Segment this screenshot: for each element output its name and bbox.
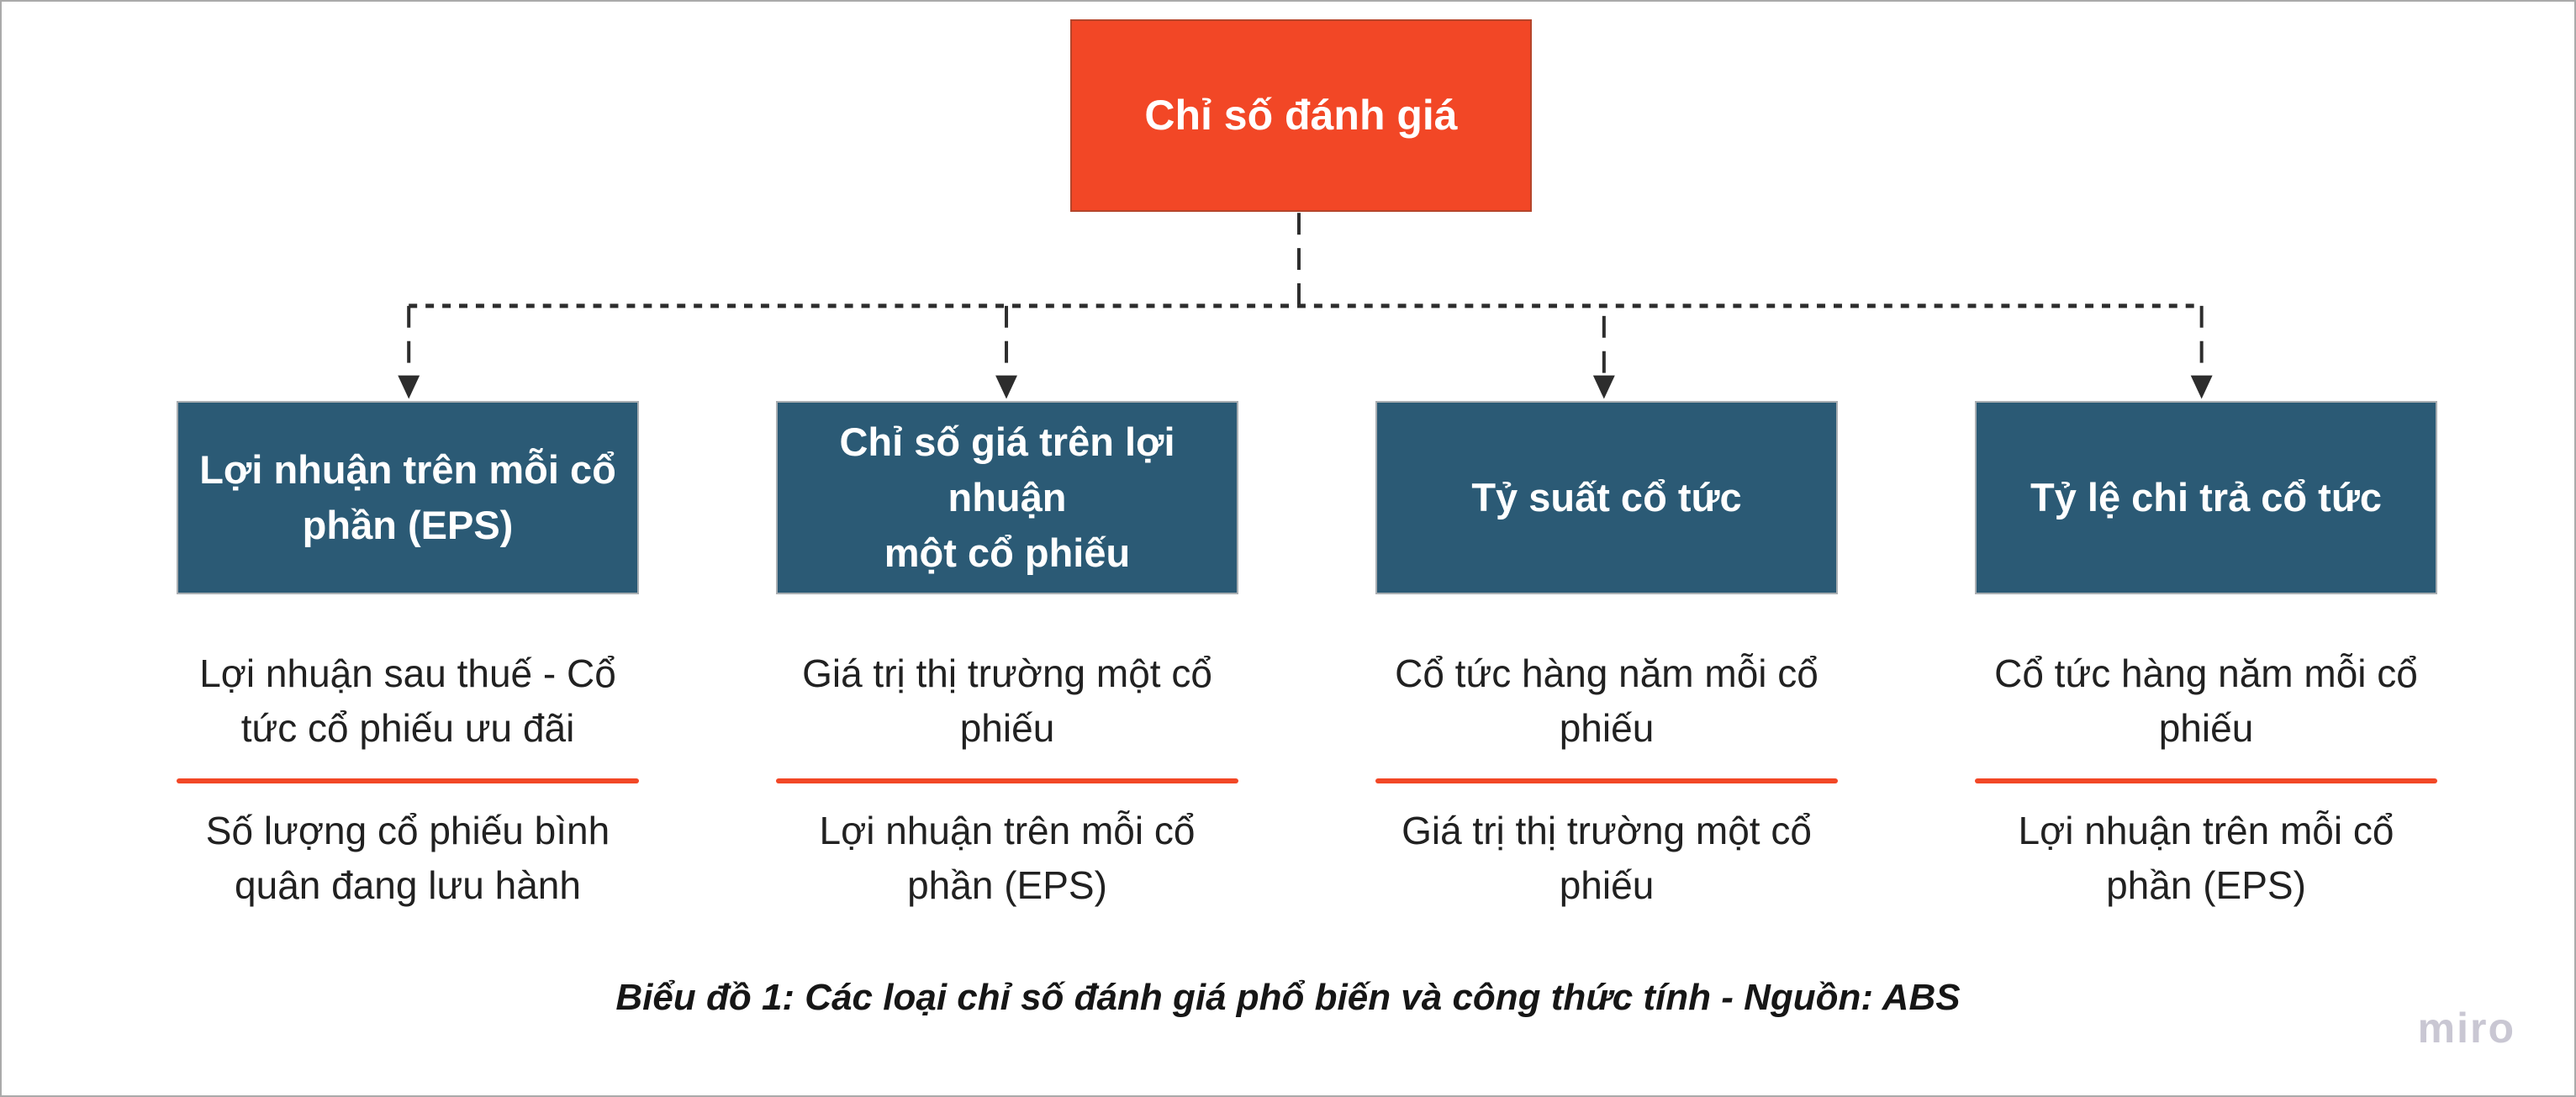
- arrow-down-icon: [2190, 375, 2213, 399]
- category-node-pe[interactable]: Chỉ số giá trên lợi nhuận một cổ phiếu: [776, 401, 1238, 594]
- miro-logo: miro: [2417, 1005, 2515, 1052]
- caption: Biểu đồ 1: Các loại chỉ số đánh giá phổ …: [615, 977, 1961, 1018]
- root-node[interactable]: Chỉ số đánh giá: [1070, 19, 1532, 212]
- formula-denominator: Giá trị thị trường một cổ phiếu: [1401, 808, 1812, 907]
- category-column-dividend-yield: Tỷ suất cổ tức Cổ tức hàng năm mỗi cổ ph…: [1375, 401, 1838, 913]
- formula-eps: Lợi nhuận sau thuế - Cổ tức cổ phiếu ưu …: [177, 646, 639, 913]
- category-column-payout-ratio: Tỷ lệ chi trả cổ tức Cổ tức hàng năm mỗi…: [1975, 401, 2437, 913]
- category-node-label: Tỷ lệ chi trả cổ tức: [2030, 475, 2382, 520]
- formula-divider-line: [177, 778, 639, 783]
- formula-divider-line: [1975, 778, 2437, 783]
- formula-denominator: Lợi nhuận trên mỗi cổ phần (EPS): [819, 808, 1196, 907]
- formula-payout-ratio: Cổ tức hàng năm mỗi cổ phiếu Lợi nhuận t…: [1975, 646, 2437, 913]
- formula-divider-line: [1375, 778, 1838, 783]
- arrow-down-icon: [1592, 375, 1615, 399]
- formula-denominator: Số lượng cổ phiếu bình quân đang lưu hàn…: [205, 808, 610, 907]
- formula-numerator: Cổ tức hàng năm mỗi cổ phiếu: [1395, 651, 1819, 751]
- category-node-label: Tỷ suất cổ tức: [1471, 475, 1742, 520]
- arrow-down-icon: [398, 375, 420, 399]
- category-column-eps: Lợi nhuận trên mỗi cổ phần (EPS) Lợi nhu…: [177, 401, 639, 913]
- formula-denominator: Lợi nhuận trên mỗi cổ phần (EPS): [2018, 808, 2394, 907]
- arrow-down-icon: [995, 375, 1017, 399]
- formula-dividend-yield: Cổ tức hàng năm mỗi cổ phiếu Giá trị thị…: [1375, 646, 1838, 913]
- formula-numerator: Lợi nhuận sau thuế - Cổ tức cổ phiếu ưu …: [199, 651, 616, 751]
- category-node-eps[interactable]: Lợi nhuận trên mỗi cổ phần (EPS): [177, 401, 639, 594]
- category-node-label: Lợi nhuận trên mỗi cổ phần (EPS): [199, 447, 616, 547]
- formula-pe: Giá trị thị trường một cổ phiếu Lợi nhuậ…: [776, 646, 1238, 913]
- category-column-pe: Chỉ số giá trên lợi nhuận một cổ phiếu G…: [776, 401, 1238, 913]
- root-node-label: Chỉ số đánh giá: [1144, 92, 1458, 139]
- formula-numerator: Giá trị thị trường một cổ phiếu: [802, 651, 1212, 751]
- formula-numerator: Cổ tức hàng năm mỗi cổ phiếu: [1994, 651, 2418, 751]
- category-node-dividend-yield[interactable]: Tỷ suất cổ tức: [1375, 401, 1838, 594]
- category-node-label: Chỉ số giá trên lợi nhuận một cổ phiếu: [839, 419, 1175, 575]
- category-node-payout-ratio[interactable]: Tỷ lệ chi trả cổ tức: [1975, 401, 2437, 594]
- formula-divider-line: [776, 778, 1238, 783]
